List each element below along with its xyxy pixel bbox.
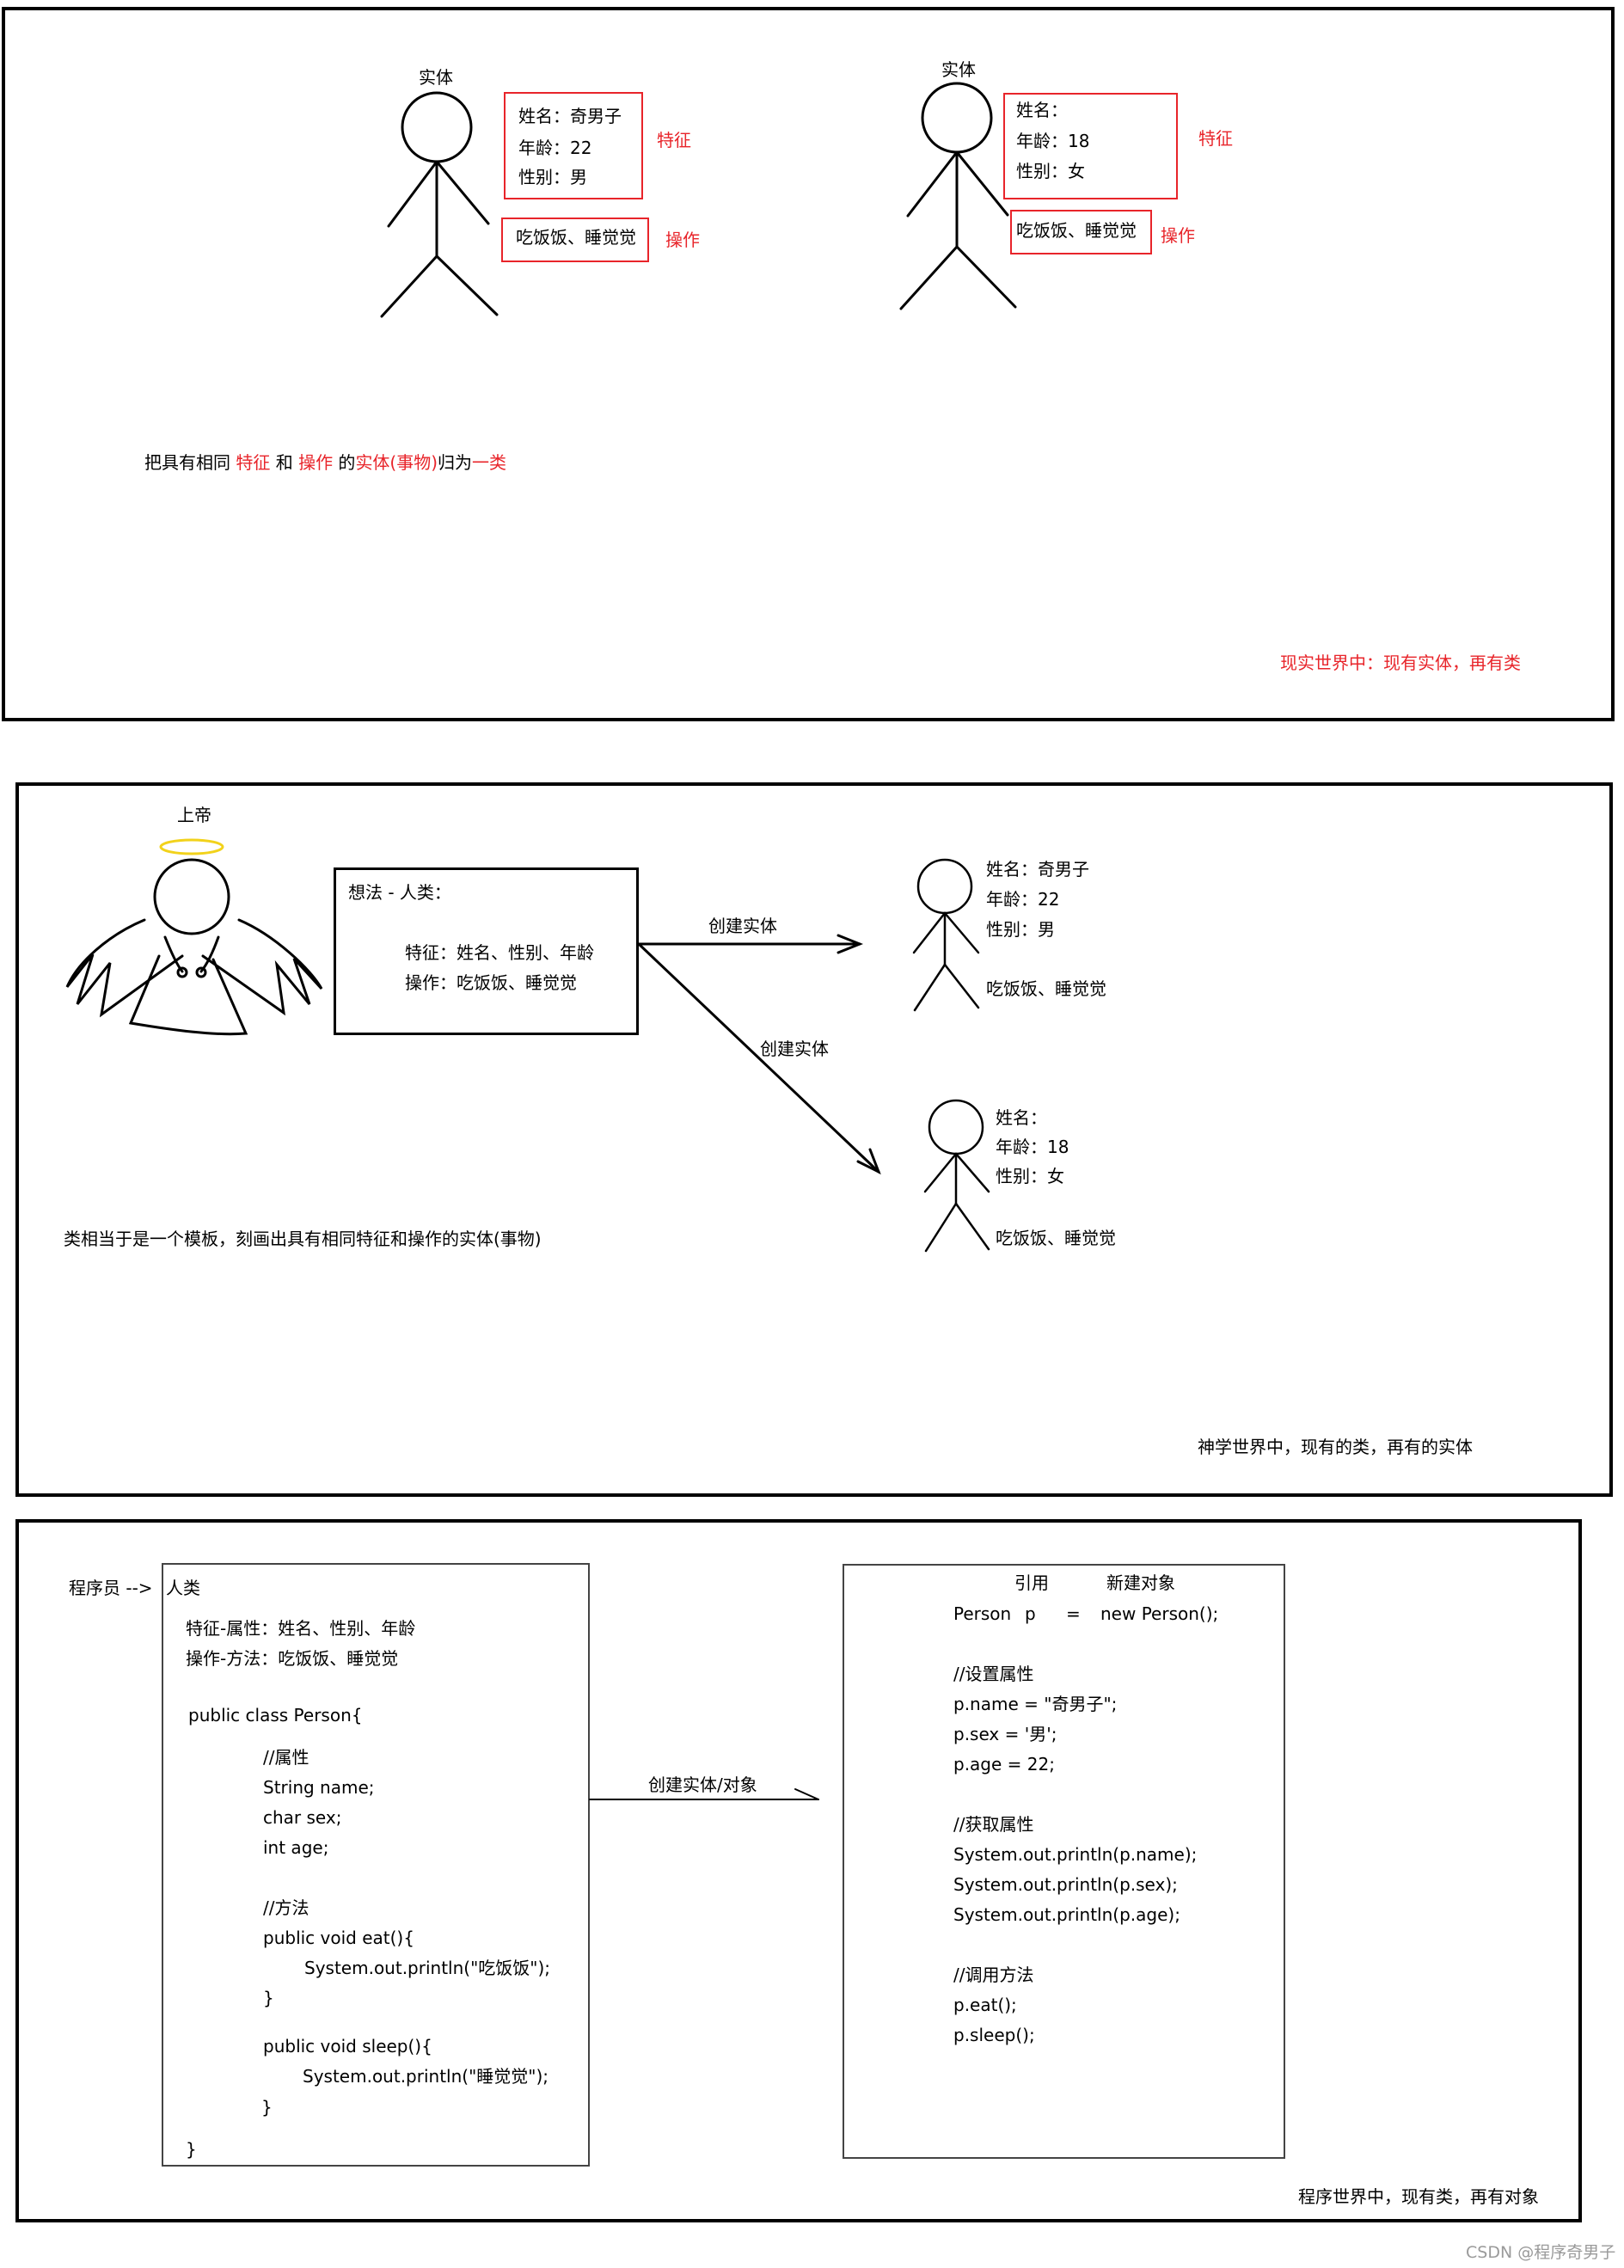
stick-figure-theology-2 [923, 1099, 990, 1253]
object-code-line: //调用方法 [953, 1965, 1034, 1985]
object-decl-var: p [1025, 1603, 1036, 1624]
watermark: CSDN @程序奇男子 [1466, 2243, 1616, 2262]
p2-caption: 神学世界中，现有的类，再有的实体 [1198, 1437, 1473, 1457]
p1-action-tag-1: 操作 [665, 230, 700, 250]
entity-label-1: 实体 [419, 67, 453, 88]
arrow-create-entity-2 [637, 942, 881, 1175]
object-decl-eq: = [1066, 1603, 1081, 1624]
object-decl-new: new Person(); [1100, 1603, 1219, 1624]
class-code-line: int age; [263, 1837, 329, 1858]
summary-part-4: 操作 [298, 452, 334, 473]
feature-box-2 [1003, 93, 1178, 199]
idea-title: 想法 - 人类： [348, 882, 451, 903]
summary-part-8: 一类 [472, 452, 507, 473]
feature-box-1 [504, 92, 643, 199]
arrow-create-entity-1 [637, 934, 864, 954]
p1-person1-gender: 性别：男 [518, 167, 587, 187]
p1-feature-tag-1: 特征 [657, 130, 691, 150]
class-box-title: 人类 [166, 1578, 200, 1598]
p1-feature-tag-2: 特征 [1198, 128, 1233, 149]
idea-box [334, 867, 639, 1035]
object-new-label: 新建对象 [1106, 1572, 1175, 1593]
class-code-line: System.out.println("吃饭饭"); [304, 1958, 551, 1978]
class-code-line: System.out.println("睡觉觉"); [303, 2066, 549, 2087]
summary-part-6: 实体(事物) [355, 452, 438, 473]
object-ref-label: 引用 [1014, 1572, 1049, 1593]
summary-part-1: 把具有相同 [144, 452, 236, 473]
p2-person1-gender: 性别：男 [986, 919, 1055, 940]
p2-person2-actions: 吃饭饭、睡觉觉 [996, 1228, 1116, 1248]
object-code-line: p.sex = '男'; [953, 1724, 1057, 1744]
p1-summary: 把具有相同 特征 和 操作 的实体(事物)归为一类 [144, 454, 506, 471]
p1-caption: 现实世界中：现有实体，再有类 [1280, 653, 1521, 673]
class-box-actions: 操作-方法：吃饭饭、睡觉觉 [186, 1648, 399, 1669]
stick-figure-theology-1 [912, 858, 980, 1012]
class-code-line: public class Person{ [188, 1705, 363, 1726]
arrow-label-create-2: 创建实体 [760, 1039, 829, 1059]
object-code-line: p.name = "奇男子"; [953, 1694, 1118, 1714]
summary-part-5: 的 [333, 452, 356, 473]
object-box [843, 1564, 1285, 2159]
arrow-create-object [589, 1788, 819, 1800]
entity-label-2: 实体 [941, 59, 976, 80]
summary-part-2: 特征 [236, 452, 271, 473]
p1-person2-age: 年龄：18 [1016, 131, 1090, 151]
class-code-line: //属性 [263, 1747, 309, 1768]
class-code-line: char sex; [263, 1807, 342, 1828]
p2-person2-gender: 性别：女 [996, 1166, 1064, 1186]
action-box-2 [1010, 210, 1152, 254]
god-label: 上帝 [177, 805, 211, 825]
class-code-line: } [263, 1988, 274, 2008]
class-box-features: 特征-属性：姓名、性别、年龄 [186, 1618, 416, 1639]
panel-theology-world [15, 782, 1613, 1497]
class-code-line: //方法 [263, 1897, 309, 1918]
class-code-line: String name; [263, 1777, 375, 1798]
object-code-line: p.sleep(); [953, 2025, 1035, 2045]
object-code-line: //获取属性 [953, 1814, 1034, 1835]
stick-figure-real-2 [899, 82, 1017, 310]
p2-person1-age: 年龄：22 [986, 889, 1060, 910]
p2-person1-actions: 吃饭饭、睡觉觉 [986, 978, 1106, 999]
p1-person1-actions: 吃饭饭、睡觉觉 [516, 227, 636, 248]
object-code-line: p.age = 22; [953, 1754, 1055, 1775]
class-code-line: } [186, 2139, 197, 2160]
p2-person1-name: 姓名：奇男子 [986, 859, 1089, 880]
panel-real-world [2, 7, 1615, 721]
p1-person1-name: 姓名：奇男子 [518, 106, 622, 126]
object-code-line: System.out.println(p.name); [953, 1844, 1198, 1865]
object-code-line: p.eat(); [953, 1995, 1017, 2015]
stick-figure-real-1 [380, 91, 499, 318]
angel-figure [65, 858, 323, 1036]
p2-person2-age: 年龄：18 [996, 1137, 1069, 1157]
summary-part-3: 和 [270, 452, 299, 473]
class-box [162, 1563, 590, 2167]
panel-program-world [15, 1519, 1582, 2222]
idea-actions: 操作：吃饭饭、睡觉觉 [405, 972, 577, 993]
p1-person2-actions: 吃饭饭、睡觉觉 [1016, 220, 1137, 241]
class-code-line: } [261, 2097, 273, 2118]
object-decl-type: Person [953, 1603, 1012, 1624]
p1-person1-age: 年龄：22 [518, 138, 592, 158]
class-code-line: public void sleep(){ [263, 2036, 432, 2057]
arrow-label-create-object: 创建实体/对象 [648, 1775, 757, 1795]
p3-caption: 程序世界中，现有类，再有对象 [1298, 2186, 1539, 2207]
object-code-line: System.out.println(p.sex); [953, 1874, 1178, 1895]
object-code-line: //设置属性 [953, 1664, 1034, 1684]
idea-features: 特征：姓名、性别、年龄 [405, 942, 594, 963]
p1-action-tag-2: 操作 [1161, 225, 1195, 246]
programmer-label: 程序员 --> [69, 1578, 153, 1598]
object-code-line: System.out.println(p.age); [953, 1904, 1180, 1925]
halo-icon [159, 838, 224, 855]
p2-person2-name: 姓名： [996, 1107, 1047, 1128]
p1-person2-name: 姓名： [1016, 100, 1068, 120]
p2-note: 类相当于是一个模板，刻画出具有相同特征和操作的实体(事物) [64, 1229, 542, 1249]
summary-part-7: 归为 [438, 452, 473, 473]
p1-person2-gender: 性别：女 [1016, 161, 1085, 181]
arrow-label-create-1: 创建实体 [708, 916, 777, 936]
action-box-1 [501, 218, 649, 262]
class-code-line: public void eat(){ [263, 1928, 414, 1948]
